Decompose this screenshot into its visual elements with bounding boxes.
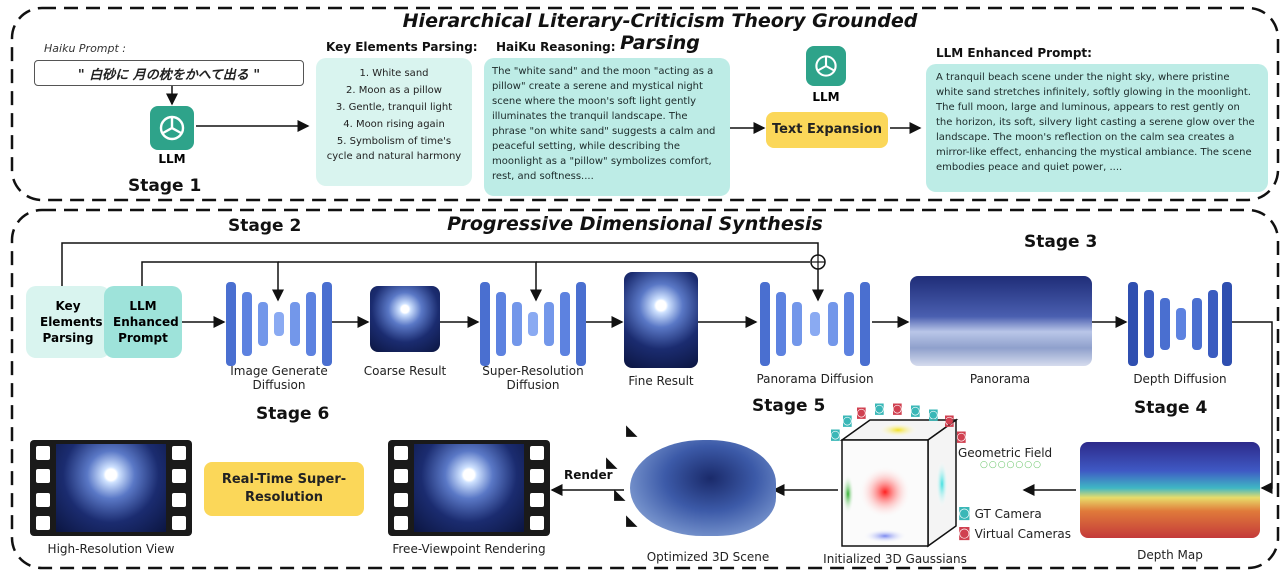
panorama-diffusion-unet [760, 282, 870, 366]
virtual-camera-label: Virtual Cameras [974, 526, 1071, 541]
gt-camera-label: GT Camera [974, 506, 1042, 521]
virtual-camera-icon: ◙ [958, 526, 971, 541]
stage-4-label: Stage 4 [1134, 398, 1208, 418]
free-viewpoint-film [388, 440, 550, 536]
optimized-scene-image [630, 440, 776, 536]
key-item: 4. Moon rising again [343, 119, 445, 130]
openai-logo-icon [159, 115, 185, 141]
stage-6-label: Stage 6 [256, 404, 330, 424]
stage-1-label: Stage 1 [128, 176, 202, 196]
fine-result-image [624, 272, 698, 368]
high-resolution-film [30, 440, 192, 536]
image-generate-unet [226, 282, 332, 366]
depth-map-image [1080, 442, 1260, 538]
key-elements-box: Key Elements Parsing [26, 286, 110, 358]
key-item: 3. Gentle, tranquil light [335, 102, 453, 113]
super-resolution-unet [480, 282, 586, 366]
panorama-label: Panorama [969, 372, 1031, 386]
geometric-field-label: Geometric Field [958, 446, 1053, 460]
key-item: 5. Symbolism of time's [336, 136, 452, 147]
high-resolution-frame [56, 444, 166, 532]
key-elements-heading: Key Elements Parsing: [326, 40, 478, 54]
key-item: 1. White sand [359, 68, 429, 79]
middle-section-title: Progressive Dimensional Synthesis [447, 213, 823, 235]
virtual-camera-legend: ◙ Virtual Cameras [958, 526, 1071, 541]
key-elements-card: 1. White sand 2. Moon as a pillow 3. Gen… [316, 58, 472, 186]
haiku-prompt-text: " 白砂に 月の枕をかへて出る " [77, 67, 261, 83]
gt-camera-legend: ◙ GT Camera [958, 506, 1042, 521]
initialized-gaussians-label: Initialized 3D Gaussians [823, 552, 967, 566]
depth-diffusion-label: Depth Diffusion [1133, 372, 1227, 386]
render-label: Render [564, 468, 613, 482]
openai-logo-icon [815, 55, 837, 77]
haiku-reasoning-text: The "white sand" and the moon "acting as… [492, 66, 716, 182]
enhanced-prompt-heading: LLM Enhanced Prompt: [936, 46, 1092, 60]
haiku-prompt-box: " 白砂に 月の枕をかへて出る " [34, 60, 304, 86]
haiku-reasoning-card: The "white sand" and the moon "acting as… [484, 58, 730, 196]
enhanced-prompt-card: A tranquil beach scene under the night s… [926, 64, 1268, 192]
stage-2-label: Stage 2 [228, 216, 302, 236]
free-viewpoint-frame [414, 444, 524, 532]
depth-diffusion-net [1128, 282, 1232, 366]
llm-logo-stage1b [806, 46, 846, 86]
gaussian-cube [839, 418, 959, 548]
haiku-label: Haiku Prompt : [44, 42, 127, 55]
top-section-border [10, 6, 1280, 202]
panorama-image [910, 276, 1092, 366]
optimized-scene-label: Optimized 3D Scene [646, 550, 770, 564]
super-resolution-label: Super-Resolution Diffusion [482, 364, 584, 392]
bottom-section-border [10, 208, 1280, 570]
haiku-reasoning-heading: HaiKu Reasoning: [496, 40, 616, 54]
key-item: cycle and natural harmony [326, 151, 462, 162]
stage-3-label: Stage 3 [1024, 232, 1098, 252]
image-generate-label: Image Generate Diffusion [230, 364, 328, 392]
llm-logo-stage1 [150, 106, 194, 150]
llm-label-stage1b: LLM [812, 90, 840, 104]
stage-5-label: Stage 5 [752, 396, 826, 416]
high-resolution-label: High-Resolution View [47, 542, 175, 556]
key-item: 2. Moon as a pillow [346, 85, 442, 96]
free-viewpoint-label: Free-Viewpoint Rendering [392, 542, 546, 556]
camera-icons-left: ◣ ◣ ◣ ◣ [606, 421, 638, 529]
coarse-result-label: Coarse Result [363, 364, 447, 378]
geometric-field-dots: ○○○○○○○ [980, 460, 1042, 470]
key-elements-box-text: Key Elements Parsing [40, 299, 103, 345]
realtime-sr-text: Real-Time Super-Resolution [221, 472, 347, 505]
llm-enhanced-box-text: LLM Enhanced Prompt [113, 299, 179, 345]
fine-result-label: Fine Result [628, 374, 694, 388]
llm-label-stage1: LLM [158, 152, 186, 166]
depth-map-label: Depth Map [1137, 548, 1203, 562]
coarse-result-image [370, 286, 440, 352]
top-section-title: Hierarchical Literary-Criticism Theory G… [402, 10, 918, 54]
gt-camera-icon: ◙ [958, 506, 971, 521]
llm-enhanced-box: LLM Enhanced Prompt [104, 286, 182, 358]
text-expansion-box: Text Expansion [766, 112, 888, 148]
enhanced-prompt-text: A tranquil beach scene under the night s… [936, 72, 1255, 173]
realtime-sr-box: Real-Time Super-Resolution [204, 462, 364, 516]
panorama-diffusion-label: Panorama Diffusion [756, 372, 874, 386]
